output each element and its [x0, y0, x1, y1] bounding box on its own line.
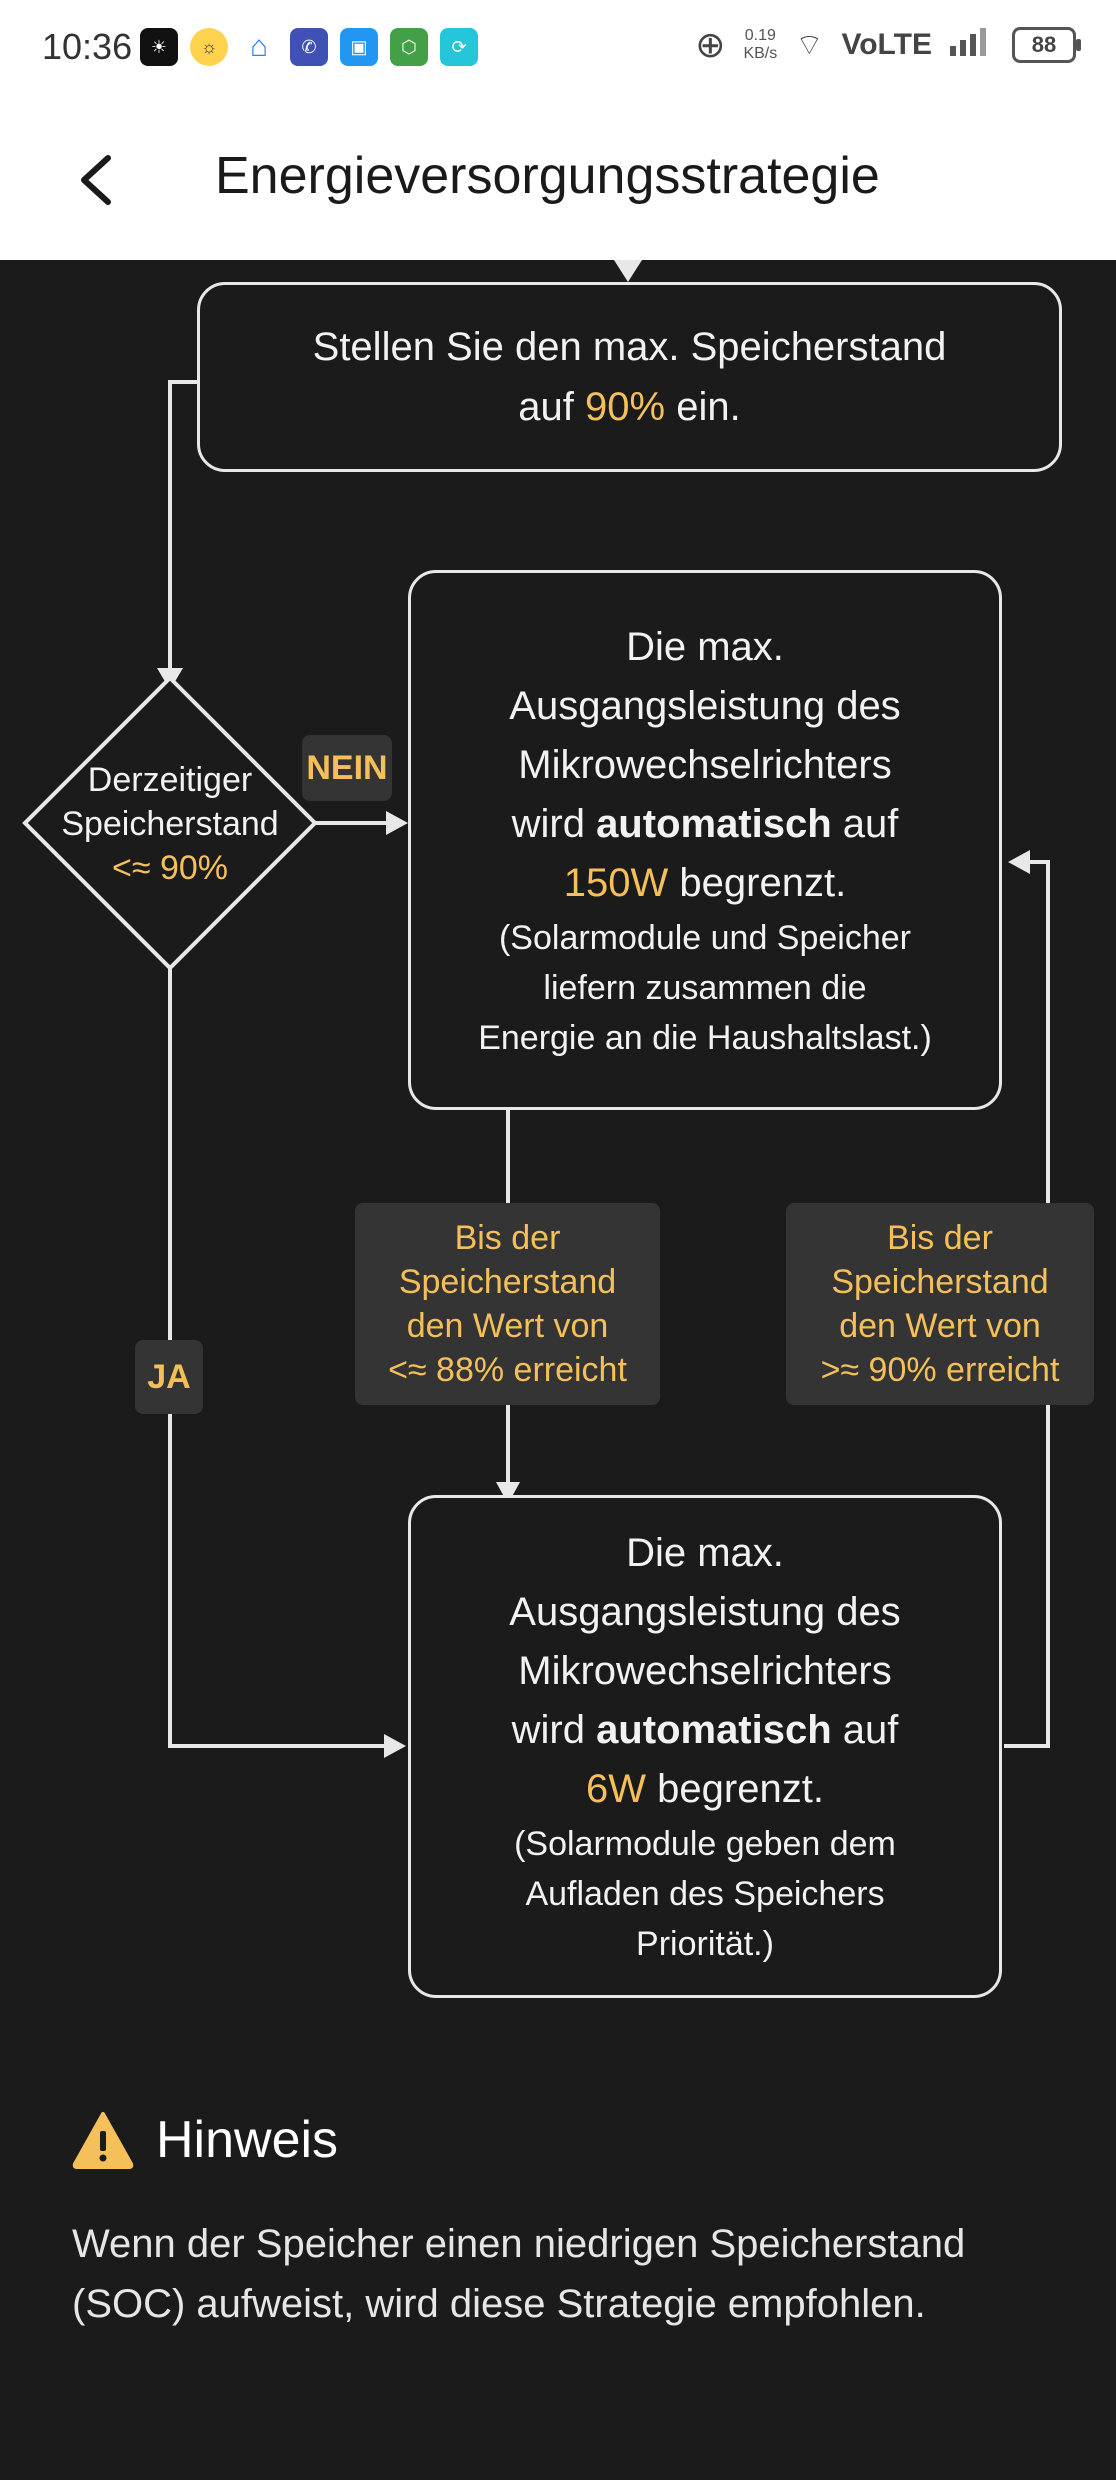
note-section: Hinweis Wenn der Speicher einen niedrige…	[72, 2110, 1052, 2334]
connector-yes	[168, 968, 384, 1748]
arrow-no	[386, 811, 408, 835]
notification-icons: ☀ ☼ ⌂ ✆ ▣ ⬡ ⟳	[140, 28, 478, 66]
wifi-icon: ⌔	[795, 29, 824, 62]
status-time: 10:36	[42, 26, 133, 67]
note-title: Hinweis	[156, 2111, 339, 2169]
arrow-yes	[384, 1734, 406, 1758]
network-label: VoLTE	[841, 28, 932, 61]
battery-icon: 88	[1012, 27, 1081, 63]
cleaner-app-icon: ⬡	[390, 28, 428, 66]
weather-app-icon: ☼	[190, 28, 228, 66]
strategy-flow-diagram: Stellen Sie den max. Speicherstand auf 9…	[0, 260, 1116, 2020]
note-body: Wenn der Speicher einen niedrigen Speich…	[72, 2222, 966, 2326]
incoming-arrow	[614, 260, 642, 282]
max-soc-box: Stellen Sie den max. Speicherstand auf 9…	[197, 282, 1062, 472]
sunlit-app-icon: ☀	[140, 28, 178, 66]
output-150w-box: Die max. Ausgangsleistung des Mikrowechs…	[408, 570, 1002, 1110]
label-yes: JA	[135, 1340, 203, 1414]
app-header: Energieversorgungsstrategie	[0, 100, 1116, 260]
label-no: NEIN	[302, 735, 392, 801]
warning-icon	[72, 2112, 134, 2169]
signal-icon	[950, 26, 994, 64]
phone-shield-icon: ✆	[290, 28, 328, 66]
connector-start-decision	[168, 380, 197, 668]
status-bar: 10:36 ☀ ☼ ⌂ ✆ ▣ ⬡ ⟳ ⊕ 0.19 KB/s ⌔ VoLTE …	[0, 0, 1116, 100]
data-saver-icon: ⊕	[695, 24, 726, 65]
decision-text: Derzeitiger Speicherstand <≈ 90%	[61, 761, 279, 887]
home-app-icon: ⌂	[249, 30, 269, 63]
link-app-icon: ⟳	[440, 28, 478, 66]
chevron-left-icon	[81, 155, 111, 205]
arrow-to-6w	[496, 1482, 520, 1504]
page-title: Energieversorgungsstrategie	[215, 147, 880, 205]
security-app-icon: ▣	[340, 28, 378, 66]
net-speed: 0.19 KB/s	[743, 27, 778, 62]
status-right: ⊕ 0.19 KB/s ⌔ VoLTE 88	[695, 24, 1081, 66]
arrow-to-150w	[1008, 850, 1030, 874]
note-header: Hinweis	[72, 2110, 1052, 2170]
condition-88-label: Bis der Speicherstand den Wert von <≈ 88…	[355, 1203, 660, 1405]
back-button[interactable]	[70, 150, 130, 210]
condition-90-label: Bis der Speicherstand den Wert von >≈ 90…	[786, 1203, 1094, 1405]
output-6w-box: Die max. Ausgangsleistung des Mikrowechs…	[408, 1495, 1002, 1998]
